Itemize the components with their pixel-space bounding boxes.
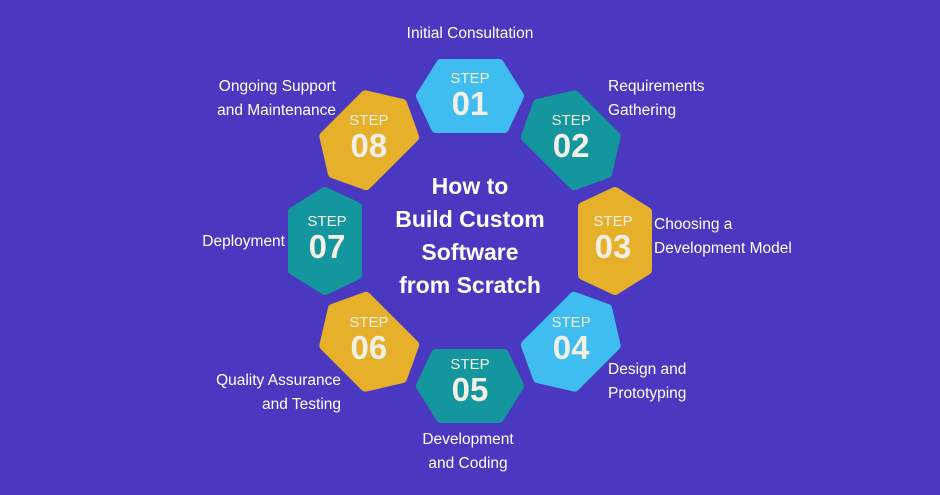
step-number: 03: [594, 228, 632, 265]
step-word: STEP: [307, 213, 347, 230]
step-badge-shape: [319, 90, 420, 191]
step-number: 02: [552, 126, 590, 164]
step-word: STEP: [593, 213, 633, 230]
step-label-07: Deployment: [202, 233, 285, 250]
step-badge-shape: [319, 291, 420, 392]
step-word: STEP: [349, 111, 389, 129]
step-number: 07: [308, 228, 346, 265]
title-line: Build Custom: [395, 206, 545, 232]
step-word: STEP: [551, 111, 591, 129]
title-line: from Scratch: [399, 272, 541, 298]
step-badge-shape: [416, 349, 524, 423]
step-number: 01: [451, 85, 489, 122]
step-number: 06: [350, 329, 388, 367]
step-word: STEP: [450, 70, 490, 87]
title-line: Software: [421, 239, 519, 265]
step-badge-shape: [416, 59, 524, 133]
step-badge-shape: [288, 187, 362, 295]
step-badge-shape: [520, 90, 621, 191]
step-word: STEP: [450, 356, 490, 373]
step-number: 04: [552, 329, 590, 367]
step-badge-shape: [520, 291, 621, 392]
step-number: 08: [350, 126, 388, 164]
step-number: 05: [451, 371, 489, 408]
diagram-title: How to Build Custom Software from Scratc…: [370, 170, 570, 302]
step-word: STEP: [551, 314, 591, 332]
step-label-01: Initial Consultation: [406, 25, 534, 42]
title-line: How to: [431, 173, 509, 199]
step-word: STEP: [349, 314, 389, 332]
step-badge-shape: [578, 187, 652, 295]
